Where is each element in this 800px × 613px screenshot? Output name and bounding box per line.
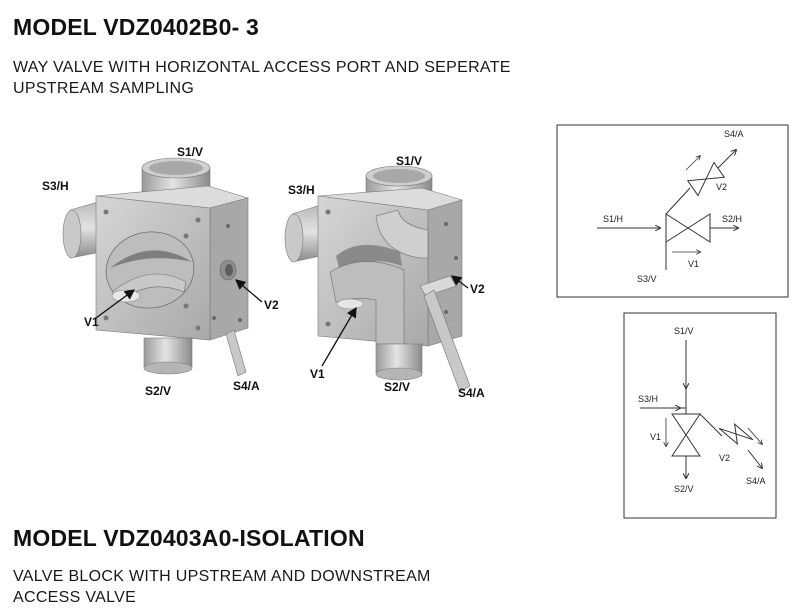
s3-label-left: S3/H xyxy=(42,179,69,193)
model-2-description-line-1: VALVE BLOCK WITH UPSTREAM AND DOWNSTREAM xyxy=(13,568,431,585)
model-2-description-line-2: ACCESS VALVE xyxy=(13,589,137,606)
schematic-top-v1-label: V1 xyxy=(688,259,699,269)
s4-label-right: S4/A xyxy=(458,386,485,400)
v1-label-left: V1 xyxy=(84,315,99,329)
model-2-title: MODEL VDZ0403A0-ISOLATION xyxy=(13,525,365,551)
schematic-top: S4/A V2 S1/H S2/H V1 S3/V xyxy=(556,124,789,298)
s2-label-right: S2/V xyxy=(384,380,410,394)
schematic-top-s2-label: S2/H xyxy=(722,214,742,224)
v2-label-right: V2 xyxy=(470,282,485,296)
schematic-bottom-v1-label: V1 xyxy=(650,432,661,442)
schematic-bottom-s3-label: S3/H xyxy=(638,394,658,404)
v1-label-right: V1 xyxy=(310,367,325,381)
s1-label-left: S1/V xyxy=(177,145,203,159)
s1-label-right: S1/V xyxy=(396,154,422,168)
s4-label-left: S4/A xyxy=(233,379,260,393)
schematic-bottom-v2-label: V2 xyxy=(719,453,730,463)
schematic-bottom-s2-label: S2/V xyxy=(674,484,694,494)
model-2-description: VALVE BLOCK WITH UPSTREAM AND DOWNSTREAM… xyxy=(13,566,553,608)
schematic-bottom: S1/V S3/H V1 V2 S2/V S4/A xyxy=(623,312,777,519)
schematic-top-s4-label: S4/A xyxy=(724,129,744,139)
schematic-top-v2-label: V2 xyxy=(716,182,727,192)
v2-label-left: V2 xyxy=(264,298,279,312)
schematic-bottom-s4-label: S4/A xyxy=(746,476,766,486)
valve-block-render-left: S1/V S3/H V1 V2 S2/V S4/A xyxy=(42,145,279,398)
valve-block-render-right: S1/V S3/H V1 V2 S2/V S4/A xyxy=(284,154,485,400)
s2-label-left: S2/V xyxy=(145,384,171,398)
schematic-bottom-s1-label: S1/V xyxy=(674,326,694,336)
schematic-top-s3-label: S3/V xyxy=(637,274,657,284)
model-1-description-line-2: UPSTREAM SAMPLING xyxy=(13,80,195,97)
model-1-description-line-1: WAY VALVE WITH HORIZONTAL ACCESS PORT AN… xyxy=(13,59,511,76)
schematic-top-s1-label: S1/H xyxy=(603,214,623,224)
model-1-title: MODEL VDZ0402B0- 3 xyxy=(13,14,260,40)
model-1-description: WAY VALVE WITH HORIZONTAL ACCESS PORT AN… xyxy=(13,57,553,99)
s3-label-right: S3/H xyxy=(288,183,315,197)
